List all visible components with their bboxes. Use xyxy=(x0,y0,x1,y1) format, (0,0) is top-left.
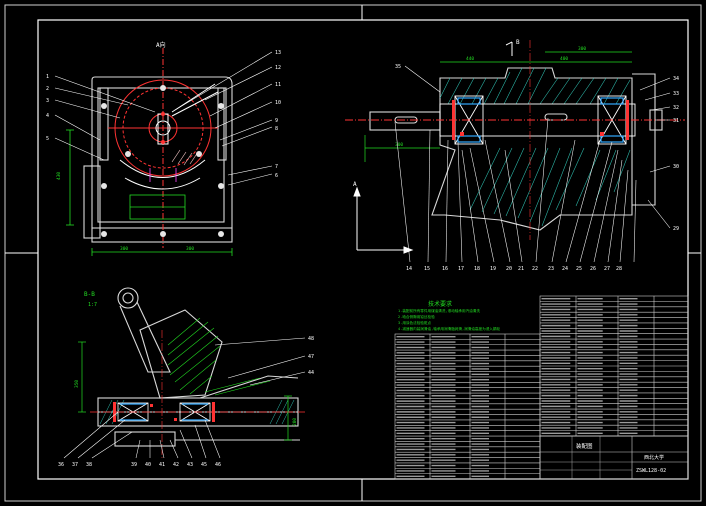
drawing-number: ZSWL128-02 xyxy=(636,468,666,474)
title-block: 装配图 西北大学 ZSWL128-02 xyxy=(539,435,689,480)
part-27: 27 xyxy=(604,266,610,272)
dim-300-c: 300 xyxy=(395,142,403,148)
part-38: 38 xyxy=(86,462,92,468)
centering-marks xyxy=(5,5,701,501)
part-43: 43 xyxy=(187,462,193,468)
view-bb-bottom-left: B-B 1:7 xyxy=(58,287,314,468)
part-23: 23 xyxy=(548,266,554,272)
part-19: 19 xyxy=(490,266,496,272)
view-section-top-right: 440 400 300 300 B A xyxy=(345,39,685,272)
drawing-name: 装配图 xyxy=(576,442,593,450)
tech-req-line-1: 1.装配前所有零件用煤油清洗,滚动轴承用汽油清洗 xyxy=(398,308,480,313)
part-29: 29 xyxy=(673,226,679,232)
part-7: 7 xyxy=(275,164,278,170)
outer-frame xyxy=(4,4,702,502)
part-35: 35 xyxy=(395,64,401,70)
parts-list-table xyxy=(394,295,689,480)
view-marker-a: A xyxy=(353,181,357,188)
part-21: 21 xyxy=(518,266,524,272)
view-a-top-left: 1 2 3 4 5 13 12 11 10 9 8 7 6 A向 300 300… xyxy=(46,41,281,256)
section-bb-scale: 1:7 xyxy=(88,302,97,308)
part-30: 30 xyxy=(673,164,679,170)
section-bb-label: B-B xyxy=(84,291,95,298)
part-9: 9 xyxy=(275,118,278,124)
part-6: 6 xyxy=(275,173,278,179)
tech-req-title: 技术要求 xyxy=(428,300,452,308)
part-8: 8 xyxy=(275,126,278,132)
tech-req-line-3: 3.用涂色法检验斑点 xyxy=(398,320,431,325)
part-2: 2 xyxy=(46,86,49,92)
part-13: 13 xyxy=(275,50,281,56)
section-marker-b: B xyxy=(516,39,520,46)
dim-350: 350 xyxy=(74,380,80,388)
part-3: 3 xyxy=(46,98,49,104)
part-42: 42 xyxy=(173,462,179,468)
tech-req-line-4: 4.减速器内装润滑油,轴承用润滑脂润滑,润滑油高度为浸入蜗轮 xyxy=(398,326,500,331)
part-12: 12 xyxy=(275,65,281,71)
part-44: 44 xyxy=(308,370,314,376)
part-48: 48 xyxy=(308,336,314,342)
part-40: 40 xyxy=(145,462,151,468)
part-46: 46 xyxy=(215,462,221,468)
part-33: 33 xyxy=(673,91,679,97)
part-37: 37 xyxy=(72,462,78,468)
part-20: 20 xyxy=(506,266,512,272)
part-28: 28 xyxy=(616,266,622,272)
part-22: 22 xyxy=(532,266,538,272)
dim-300-b: 300 xyxy=(186,246,194,252)
tech-req-line-2: 2.啮合侧隙用铅丝检验 xyxy=(398,314,435,319)
part-24: 24 xyxy=(562,266,568,272)
company-name: 西北大学 xyxy=(644,454,664,461)
part-1: 1 xyxy=(46,74,49,80)
part-11: 11 xyxy=(275,82,281,88)
part-5: 5 xyxy=(46,136,49,142)
dim-400: 400 xyxy=(560,56,568,62)
tech-requirements: 技术要求 1.装配前所有零件用煤油清洗,滚动轴承用汽油清洗 2.啮合侧隙用铅丝检… xyxy=(398,300,500,331)
dim-430: 430 xyxy=(56,172,62,180)
part-18: 18 xyxy=(474,266,480,272)
part-26: 26 xyxy=(590,266,596,272)
dim-300-a: 300 xyxy=(120,246,128,252)
part-45: 45 xyxy=(201,462,207,468)
part-41: 41 xyxy=(159,462,165,468)
part-14: 14 xyxy=(406,266,412,272)
part-34: 34 xyxy=(673,76,679,82)
inner-frame xyxy=(37,19,689,480)
part-31: 31 xyxy=(673,118,679,124)
part-25: 25 xyxy=(576,266,582,272)
part-47: 47 xyxy=(308,354,314,360)
part-32: 32 xyxy=(673,105,679,111)
part-15: 15 xyxy=(424,266,430,272)
dim-300-d: 300 xyxy=(578,46,586,52)
part-10: 10 xyxy=(275,100,281,106)
part-4: 4 xyxy=(46,113,49,119)
part-39: 39 xyxy=(131,462,137,468)
dim-440: 440 xyxy=(466,56,474,62)
view-a-label: A向 xyxy=(156,41,166,49)
part-17: 17 xyxy=(458,266,464,272)
part-16: 16 xyxy=(442,266,448,272)
part-36: 36 xyxy=(58,462,64,468)
dim-200: 200 xyxy=(292,418,298,426)
